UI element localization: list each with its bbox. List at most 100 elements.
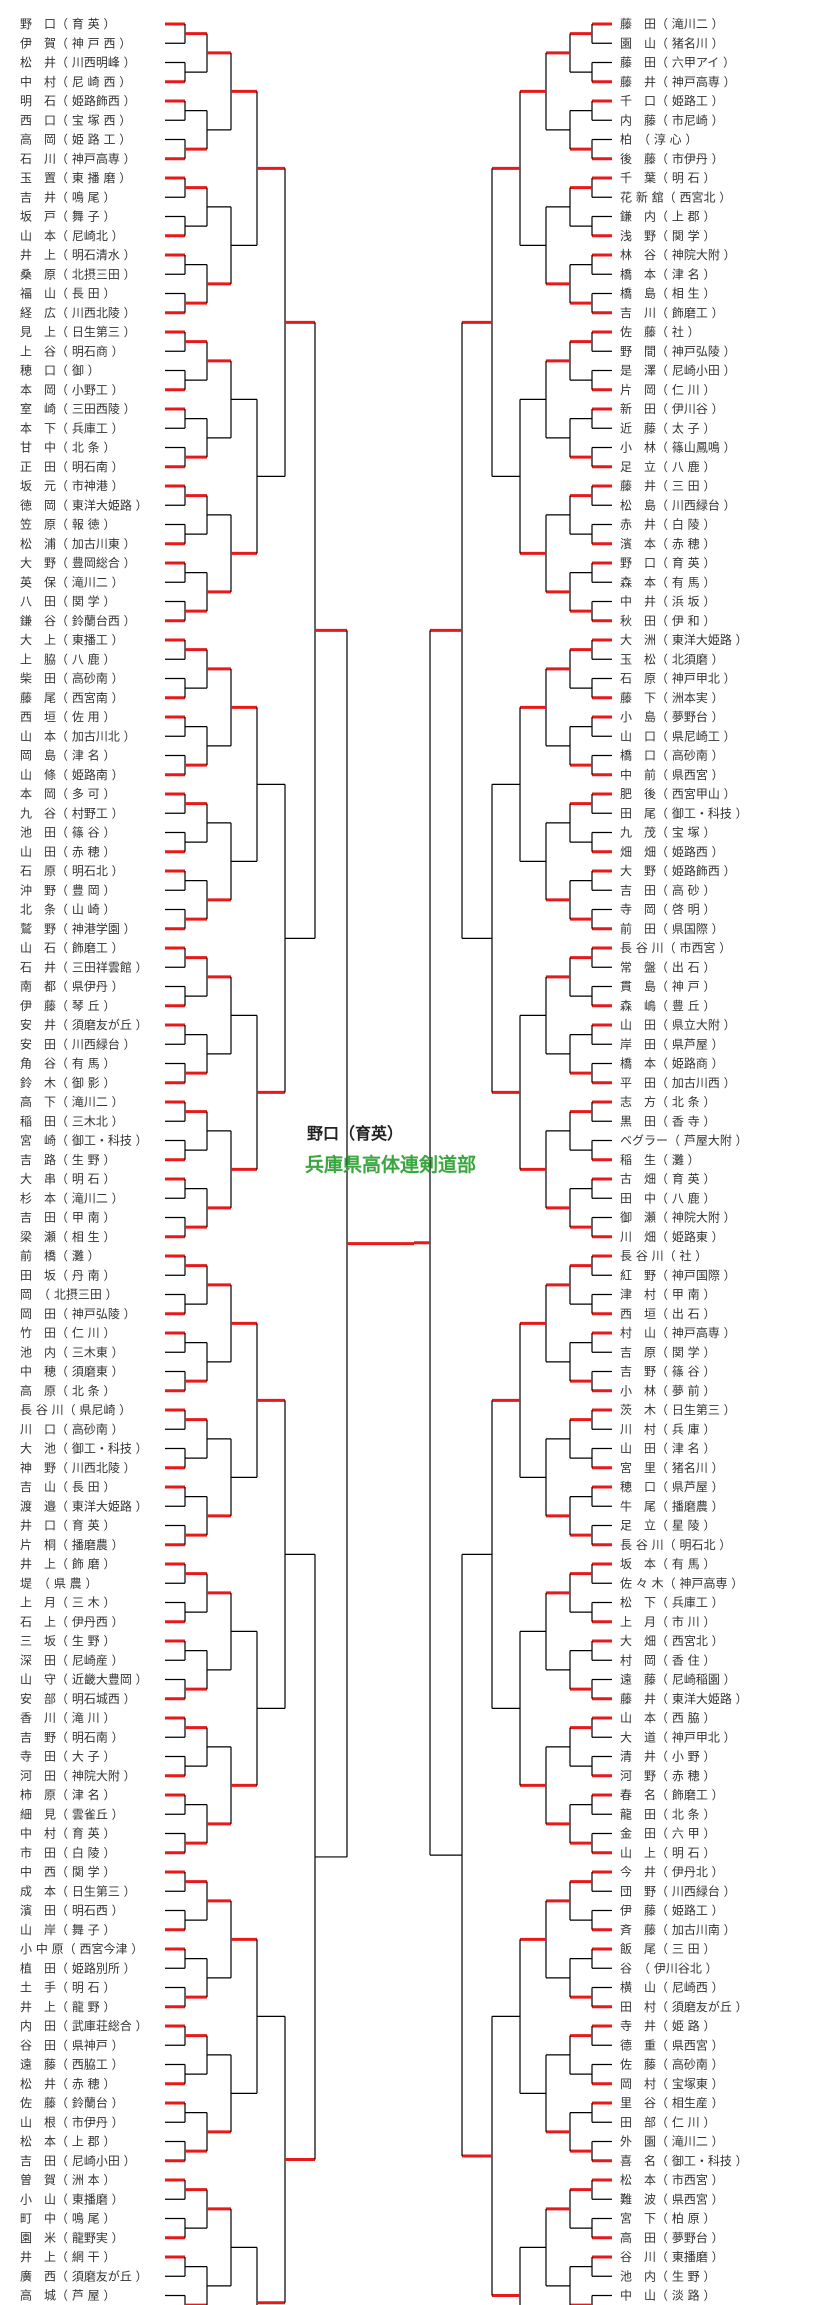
entry-l-20: 室 崎（ 三田西陵 ） bbox=[20, 401, 136, 416]
entry-r-41: 田 尾（ 御工・科技 ） bbox=[620, 805, 748, 820]
entry-l-108: 佐 藤（ 鈴蘭台 ） bbox=[20, 2095, 124, 2110]
entry-r-114: 宮 下（ 柏 原 ） bbox=[620, 2211, 715, 2226]
entry-r-53: 岸 田（ 県芦屋 ） bbox=[620, 1037, 724, 1051]
entry-l-82: 上 月（ 三 木 ） bbox=[20, 1596, 115, 1610]
entry-r-88: 山 本（ 西 脇 ） bbox=[620, 1711, 715, 1725]
entry-r-93: 龍 田（ 北 条 ） bbox=[620, 1806, 715, 1821]
entry-l-114: 町 中（ 鳴 尾 ） bbox=[20, 2211, 115, 2226]
entry-l-57: 稲 田（ 三木北 ） bbox=[20, 1114, 124, 1128]
entry-l-11: 山 本（ 尼崎北 ） bbox=[20, 229, 124, 243]
entry-r-92: 春 名（ 飾磨工 ） bbox=[620, 1787, 724, 1802]
entry-l-18: 穂 口（ 御 ） bbox=[20, 363, 100, 378]
entry-l-65: 田 坂（ 丹 南 ） bbox=[20, 1267, 115, 1282]
entry-r-48: 長 谷 川（ 市西宮 ） bbox=[620, 940, 731, 955]
entry-l-14: 福 山（ 長 田 ） bbox=[20, 286, 115, 301]
entry-l-66: 岡 （ 北摂三田 ） bbox=[20, 1287, 118, 1302]
entry-l-38: 岡 島（ 津 名 ） bbox=[20, 748, 115, 763]
entry-l-41: 九 谷（ 村野工 ） bbox=[20, 806, 124, 820]
entry-r-44: 大 野（ 姫路飾西 ） bbox=[620, 863, 736, 878]
entry-r-1: 園 山（ 猪名川 ） bbox=[620, 35, 724, 50]
entry-r-69: 吉 原（ 関 学 ） bbox=[620, 1344, 715, 1359]
entry-r-66: 津 村（ 甲 南 ） bbox=[620, 1287, 715, 1302]
entry-r-52: 山 田（ 県立大附 ） bbox=[620, 1017, 736, 1032]
entry-r-81: 佐 々 木（ 神戸高専 ） bbox=[620, 1575, 743, 1590]
entry-l-75: 神 野（ 川西北陵 ） bbox=[20, 1461, 136, 1475]
entry-l-105: 谷 田（ 県神戸 ） bbox=[20, 2038, 124, 2052]
entry-r-9: 花 新 舘（ 西宮北 ） bbox=[620, 189, 731, 204]
entry-l-70: 中 穂（ 須磨東 ） bbox=[20, 1364, 124, 1379]
entry-l-6: 高 岡（ 姫 路 工 ） bbox=[20, 132, 131, 147]
entry-r-115: 高 田（ 夢野台 ） bbox=[620, 2230, 724, 2245]
entry-r-111: 喜 名（ 御工・科技 ） bbox=[620, 2153, 748, 2168]
entry-r-35: 藤 下（ 洲本実 ） bbox=[620, 690, 724, 705]
entry-r-38: 橋 口（ 高砂南 ） bbox=[620, 748, 724, 763]
entry-l-24: 坂 元（ 市神港 ） bbox=[20, 478, 124, 493]
entry-l-42: 池 田（ 篠 谷 ） bbox=[20, 825, 115, 840]
entry-l-68: 竹 田（ 仁 川 ） bbox=[20, 1326, 115, 1340]
entry-l-13: 桑 原（ 北摂三田 ） bbox=[20, 266, 136, 281]
entry-r-28: 野 口（ 育 英 ） bbox=[620, 555, 715, 570]
entry-l-78: 井 口（ 育 英 ） bbox=[20, 1518, 115, 1533]
entry-r-45: 吉 田（ 高 砂 ） bbox=[620, 882, 715, 897]
entry-l-35: 藤 尾（ 西宮南 ） bbox=[20, 690, 124, 705]
entry-l-99: 山 岸（ 舞 子 ） bbox=[20, 1923, 115, 1937]
entry-r-26: 赤 井（ 白 陵 ） bbox=[620, 517, 715, 532]
entry-l-59: 吉 路（ 生 野 ） bbox=[20, 1152, 115, 1167]
entry-r-39: 中 前（ 県西宮 ） bbox=[620, 767, 724, 782]
entry-r-110: 外 園（ 滝川二 ） bbox=[620, 2135, 724, 2149]
entry-l-112: 曽 賀（ 洲 本 ） bbox=[20, 2172, 115, 2187]
entry-l-95: 市 田（ 白 陵 ） bbox=[20, 1845, 115, 1860]
entry-r-15: 吉 川（ 飾磨工 ） bbox=[620, 306, 724, 320]
entry-r-43: 畑 畑（ 姫路西 ） bbox=[620, 844, 724, 859]
entry-l-37: 山 本（ 加古川北 ） bbox=[20, 728, 136, 743]
entry-l-67: 岡 田（ 神戸弘陵 ） bbox=[20, 1307, 136, 1321]
entry-r-74: 山 田（ 津 名 ） bbox=[620, 1441, 715, 1456]
entry-l-80: 井 上（ 飾 磨 ） bbox=[20, 1557, 115, 1571]
entry-r-65: 紅 野（ 神戸国際 ） bbox=[620, 1268, 736, 1282]
entry-l-69: 池 内（ 三木東 ） bbox=[20, 1345, 124, 1359]
entry-r-2: 藤 田（ 六甲アイ ） bbox=[620, 56, 735, 70]
entry-l-56: 高 下（ 滝川二 ） bbox=[20, 1094, 124, 1109]
entry-l-51: 伊 藤（ 琴 丘 ） bbox=[20, 999, 115, 1013]
entry-r-104: 寺 井（ 姫 路 ） bbox=[620, 2018, 715, 2033]
entry-l-90: 寺 田（ 大 子 ） bbox=[20, 1750, 115, 1764]
entry-r-102: 横 山（ 尼崎西 ） bbox=[620, 1981, 724, 1995]
entry-r-14: 橋 島（ 相 生 ） bbox=[620, 286, 715, 301]
entry-r-94: 金 田（ 六 甲 ） bbox=[620, 1826, 715, 1841]
entry-r-101: 谷 （ 伊川谷北 ） bbox=[620, 1961, 718, 1975]
entry-l-2: 松 井（ 川西明峰 ） bbox=[20, 56, 136, 70]
entry-r-105: 德 重（ 県西宮 ） bbox=[620, 2037, 724, 2052]
entry-l-17: 上 谷（ 明石商 ） bbox=[20, 343, 124, 358]
entry-l-103: 井 上（ 龍 野 ） bbox=[20, 1999, 115, 2014]
entry-l-8: 玉 置（ 東 播 磨 ） bbox=[20, 171, 131, 185]
entry-r-75: 宮 里（ 猪名川 ） bbox=[620, 1460, 724, 1475]
entry-l-102: 土 手（ 明 石 ） bbox=[20, 1981, 115, 1995]
entry-l-111: 吉 田（ 尼崎小田 ） bbox=[20, 2154, 136, 2168]
entry-r-13: 橋 本（ 津 名 ） bbox=[620, 266, 715, 281]
entry-r-19: 片 岡（ 仁 川 ） bbox=[620, 383, 715, 397]
entry-l-30: 八 田（ 関 学 ） bbox=[20, 594, 115, 609]
entry-r-51: 森 嶋（ 豊 丘 ） bbox=[620, 998, 715, 1013]
entry-r-103: 田 村（ 須磨友が丘 ） bbox=[620, 1999, 748, 2014]
entry-l-46: 北 条（ 山 崎 ） bbox=[20, 903, 115, 917]
entry-l-33: 上 脇（ 八 鹿 ） bbox=[20, 651, 115, 666]
entry-r-24: 藤 井（ 三 田 ） bbox=[620, 479, 715, 493]
entry-r-31: 秋 田（ 伊 和 ） bbox=[620, 614, 715, 628]
entry-r-86: 遠 藤（ 尼崎稲園 ） bbox=[620, 1673, 736, 1687]
entry-l-91: 河 田（ 神院大附 ） bbox=[20, 1769, 136, 1783]
entry-l-47: 鷲 野（ 神港学園 ） bbox=[20, 921, 136, 936]
entry-r-98: 伊 藤（ 姫路工 ） bbox=[620, 1903, 724, 1918]
entry-r-63: 川 畑（ 姫路東 ） bbox=[620, 1229, 724, 1244]
entry-l-54: 角 谷（ 有 馬 ） bbox=[20, 1057, 115, 1071]
entry-r-70: 吉 野（ 篠 谷 ） bbox=[620, 1364, 715, 1379]
entry-r-62: 御 瀬（ 神院大附 ） bbox=[620, 1210, 736, 1225]
entry-l-63: 梁 瀬（ 相 生 ） bbox=[20, 1229, 115, 1244]
entry-r-12: 林 谷（ 神院大附 ） bbox=[620, 248, 736, 262]
entry-r-117: 池 内（ 生 野 ） bbox=[620, 2269, 715, 2283]
entry-l-43: 山 田（ 赤 穂 ） bbox=[20, 845, 115, 859]
entry-r-22: 小 林（ 篠山鳳鳴 ） bbox=[620, 440, 736, 455]
entry-l-15: 経 広（ 川西北陵 ） bbox=[20, 306, 136, 320]
entry-l-87: 安 部（ 明石城西 ） bbox=[20, 1691, 136, 1706]
entry-r-27: 濱 本（ 赤 穂 ） bbox=[620, 537, 715, 551]
